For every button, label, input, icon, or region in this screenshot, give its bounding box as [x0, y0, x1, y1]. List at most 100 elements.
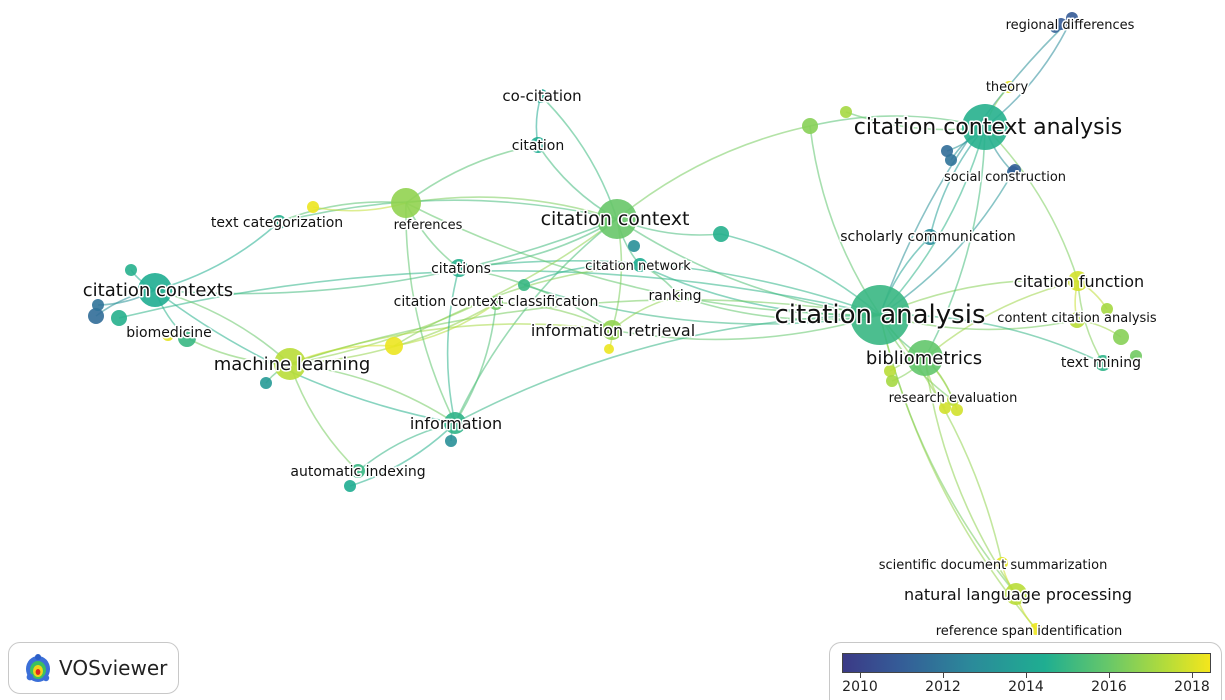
network-label-research-evaluation[interactable]: research evaluation — [887, 390, 1019, 408]
year-color-legend: 2010 2012 2014 2016 2018 — [829, 642, 1222, 700]
network-node-biomedicine[interactable] — [178, 329, 196, 347]
network-label-references[interactable]: references — [392, 217, 464, 235]
network-node-citation-context-analysis[interactable] — [962, 104, 1008, 150]
network-node-n-bio-yellow[interactable] — [162, 329, 174, 341]
network-node-n-bib-a[interactable] — [884, 365, 896, 377]
network-node-citations[interactable] — [450, 259, 468, 277]
network-node-theory[interactable] — [1003, 81, 1015, 93]
network-label-citation[interactable]: citation — [510, 137, 565, 156]
network-node-citation-context-classification[interactable] — [489, 296, 503, 310]
network-node-natural-language-processing[interactable] — [1005, 583, 1027, 605]
network-node-citation-analysis[interactable] — [850, 285, 910, 345]
network-label-citation-context[interactable]: citation context — [539, 207, 691, 232]
network-node-text-categorization[interactable] — [272, 215, 286, 229]
network-link-citation-analysis-to-citations — [458, 260, 881, 316]
network-node-text-mining[interactable] — [1095, 355, 1111, 371]
network-node-reference-span-identification[interactable] — [1030, 623, 1042, 635]
network-node-n-cca-b[interactable] — [945, 154, 957, 166]
network-node-scholarly-communication[interactable] — [922, 229, 938, 245]
network-label-citation-function[interactable]: citation function — [1012, 271, 1145, 293]
network-label-biomedicine[interactable]: biomedicine — [125, 324, 213, 343]
network-node-n-cc-b[interactable] — [840, 106, 852, 118]
legend-tick-mark — [943, 673, 944, 678]
node-layer — [88, 12, 1142, 635]
network-node-n-ai-b[interactable] — [344, 480, 356, 492]
network-node-n-tm-b[interactable] — [1130, 350, 1142, 362]
network-node-research-evaluation[interactable] — [947, 394, 959, 406]
network-node-citation-function[interactable] — [1068, 271, 1088, 291]
label-layer: citation analysis citation context analys… — [81, 17, 1159, 641]
network-node-n-ca-teal[interactable] — [111, 310, 127, 326]
network-label-text-categorization[interactable]: text categorization — [209, 214, 344, 233]
network-label-citations[interactable]: citations — [430, 260, 493, 279]
legend-tick-mark — [1192, 673, 1193, 678]
network-label-theory[interactable]: theory — [984, 79, 1030, 97]
network-node-citation-network[interactable] — [633, 258, 647, 272]
network-node-n-bib-b[interactable] — [886, 375, 898, 387]
network-label-information-retrieval[interactable]: information retrieval — [529, 320, 696, 342]
network-node-n-re-b[interactable] — [951, 404, 963, 416]
network-link-machine-learning-to-automatic-indexing — [289, 363, 359, 472]
network-node-n-ml-yellow[interactable] — [385, 337, 403, 355]
network-node-n-cctx-blue[interactable] — [628, 240, 640, 252]
network-label-ranking[interactable]: ranking — [647, 287, 703, 306]
network-label-reference-span-identification[interactable]: reference span identification — [934, 623, 1124, 641]
network-node-n-ir-yellow[interactable] — [604, 344, 614, 354]
network-node-n-cc-a[interactable] — [802, 118, 818, 134]
network-node-information-retrieval[interactable] — [602, 320, 622, 340]
network-label-social-construction[interactable]: social construction — [942, 169, 1067, 187]
network-node-information[interactable] — [444, 412, 466, 434]
network-node-references[interactable] — [391, 188, 421, 218]
network-node-n-tm-a[interactable] — [1113, 329, 1129, 345]
network-label-scientific-document-summarization[interactable]: scientific document summarization — [877, 557, 1109, 575]
network-label-automatic-indexing[interactable]: automatic indexing — [289, 463, 427, 482]
network-link-information-retrieval-to-citation-context-classification — [495, 302, 613, 331]
network-label-co-citation[interactable]: co-citation — [501, 86, 583, 107]
network-link-citation-analysis-to-n-cc-a — [809, 125, 881, 316]
network-node-n-cctx-teal[interactable] — [713, 226, 729, 242]
network-label-citation-contexts[interactable]: citation contexts — [81, 279, 234, 303]
network-link-citation-context-analysis-to-citation-function — [984, 126, 1079, 282]
network-label-machine-learning[interactable]: machine learning — [212, 353, 372, 377]
network-label-information[interactable]: information — [408, 413, 503, 435]
network-label-citation-network[interactable]: citation network — [584, 258, 693, 276]
network-node-machine-learning[interactable] — [274, 348, 306, 380]
network-node-scientific-document-summarization[interactable] — [996, 557, 1008, 569]
network-node-n-tc-yellow[interactable] — [307, 201, 319, 213]
network-node-n-sc-a[interactable] — [1009, 164, 1021, 176]
network-node-n-re-a[interactable] — [939, 402, 951, 414]
network-label-scholarly-communication[interactable]: scholarly communication — [839, 228, 1018, 247]
network-label-text-mining[interactable]: text mining — [1059, 354, 1142, 373]
network-node-content-citation-analysis[interactable] — [1069, 312, 1085, 328]
vosviewer-logo-icon — [26, 654, 50, 682]
network-label-citation-context-classification[interactable]: citation context classification — [392, 293, 600, 312]
network-label-natural-language-processing[interactable]: natural language processing — [902, 584, 1133, 606]
network-label-content-citation-analysis[interactable]: content citation analysis — [996, 310, 1159, 328]
network-node-ranking[interactable] — [673, 290, 685, 302]
network-node-n-cca-a[interactable] — [941, 145, 953, 157]
network-node-bibliometrics[interactable] — [907, 340, 943, 376]
network-node-n-ml-blue[interactable] — [260, 377, 272, 389]
network-label-citation-context-analysis[interactable]: citation context analysis — [852, 114, 1123, 142]
legend-tick-label-2018: 2018 — [1174, 679, 1210, 695]
network-link-information-to-citations — [446, 267, 460, 424]
network-node-n-cf-a[interactable] — [1101, 303, 1113, 315]
legend-tick-label-2014: 2014 — [1008, 679, 1044, 695]
network-node-co-citation[interactable] — [534, 89, 548, 103]
network-node-n-ctc-c[interactable] — [92, 299, 104, 311]
network-node-n-inf-blue[interactable] — [445, 435, 457, 447]
network-label-citation-analysis[interactable]: citation analysis — [773, 299, 987, 332]
network-label-regional-differences[interactable]: regional differences — [1004, 17, 1136, 35]
network-node-n-ctc-a[interactable] — [125, 264, 137, 276]
network-node-n-rd-b[interactable] — [1050, 23, 1060, 33]
network-node-automatic-indexing[interactable] — [351, 464, 365, 478]
network-node-citation-context[interactable] — [597, 199, 637, 239]
network-node-n-ctc-b[interactable] — [88, 308, 104, 324]
network-node-n-cn-b[interactable] — [518, 279, 530, 291]
network-node-citation[interactable] — [530, 137, 546, 153]
network-link-n-ml-yellow-to-citation-context-classification — [393, 302, 497, 347]
network-node-citation-contexts[interactable] — [138, 273, 172, 307]
network-node-regional-differences[interactable] — [1066, 12, 1078, 24]
network-label-bibliometrics[interactable]: bibliometrics — [864, 347, 983, 371]
